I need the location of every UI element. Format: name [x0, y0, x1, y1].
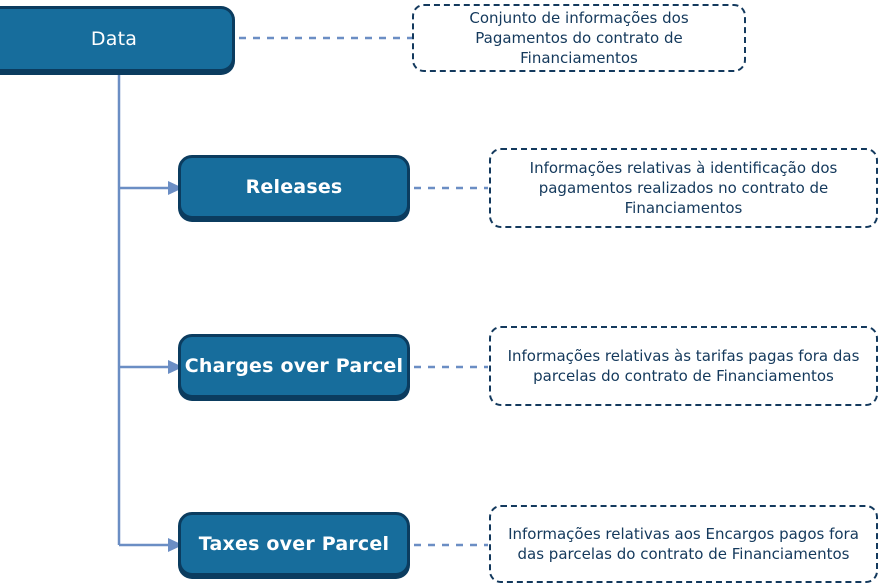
note-taxes-over-parcel: Informações relativas aos Encargos pagos… [489, 505, 878, 583]
arrow-head-releases [168, 181, 183, 195]
node-taxes-over-parcel[interactable]: Taxes over Parcel [178, 512, 410, 576]
note-data: Conjunto de informações dos Pagamentos d… [412, 4, 746, 72]
arrow-head-taxes [168, 538, 183, 552]
note-charges-over-parcel: Informações relativas às tarifas pagas f… [489, 326, 878, 406]
node-releases[interactable]: Releases [178, 155, 410, 219]
node-data[interactable]: Data [0, 6, 235, 72]
node-charges-over-parcel[interactable]: Charges over Parcel [178, 334, 410, 398]
arrow-head-charges [168, 360, 183, 374]
note-releases: Informações relativas à identificação do… [489, 148, 878, 228]
